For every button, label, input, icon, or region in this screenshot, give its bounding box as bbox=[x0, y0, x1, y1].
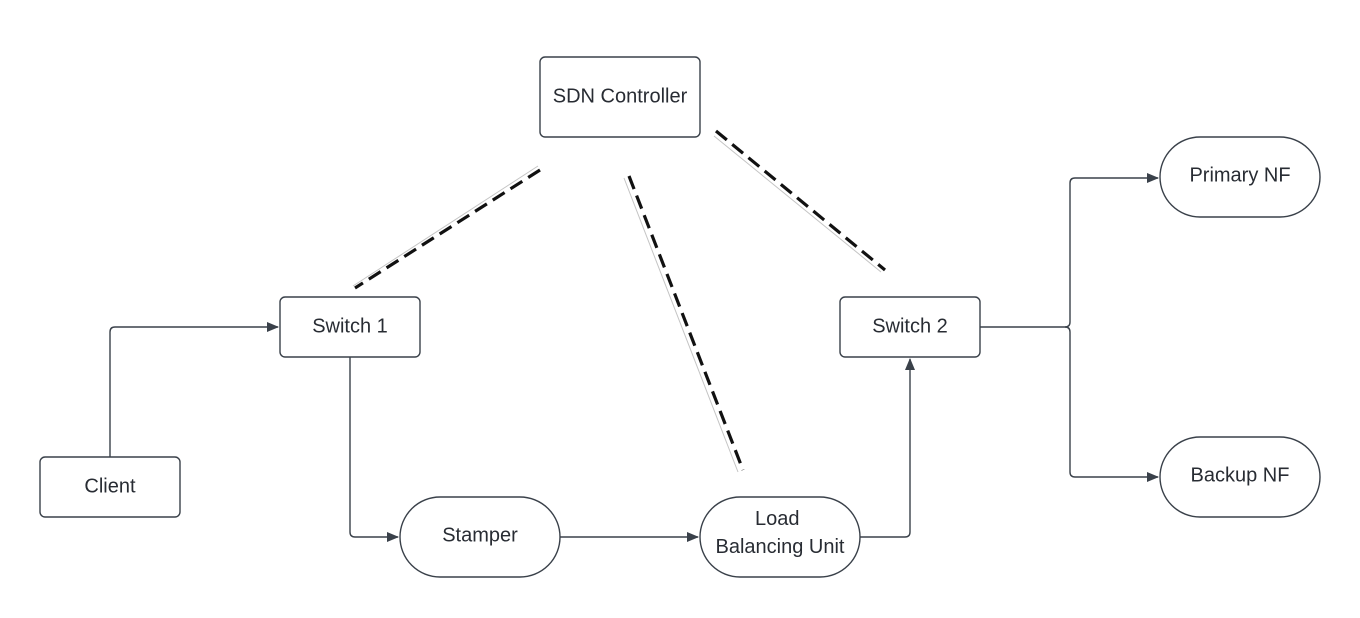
load-balancing-unit-label-line-1: Load bbox=[755, 508, 800, 530]
switch-1-node[interactable]: Switch 1 bbox=[279, 296, 421, 358]
control-link-switch-1 bbox=[352, 165, 541, 290]
edge-switch-1-to-stamper bbox=[349, 357, 399, 542]
load-balancing-unit-node[interactable]: Load Balancing Unit bbox=[699, 496, 861, 578]
edge-switch-2-to-primary-nf bbox=[980, 173, 1159, 328]
switch-2-node[interactable]: Switch 2 bbox=[839, 296, 981, 358]
client-label: Client bbox=[84, 475, 136, 497]
stamper-node[interactable]: Stamper bbox=[399, 496, 561, 578]
backup-nf-label: Backup NF bbox=[1191, 464, 1290, 486]
edge-switch-2-to-backup-nf bbox=[1064, 326, 1159, 482]
control-link-load-balancing-unit bbox=[623, 175, 745, 473]
client-node[interactable]: Client bbox=[39, 456, 181, 518]
load-balancing-unit-label-line-2: Balancing Unit bbox=[716, 536, 845, 558]
switch-2-label: Switch 2 bbox=[872, 315, 948, 337]
stamper-label: Stamper bbox=[442, 524, 518, 546]
control-link-switch-2 bbox=[713, 129, 887, 273]
backup-nf-node[interactable]: Backup NF bbox=[1159, 436, 1321, 518]
load-balancing-unit-label: Load Balancing Unit bbox=[716, 508, 845, 558]
sdn-controller-label: SDN Controller bbox=[553, 85, 688, 107]
edge-load-balancing-unit-to-switch-2 bbox=[860, 358, 915, 538]
primary-nf-label: Primary NF bbox=[1189, 164, 1290, 186]
sdn-controller-node[interactable]: SDN Controller bbox=[539, 56, 701, 138]
switch-1-label: Switch 1 bbox=[312, 315, 388, 337]
edge-client-to-switch-1 bbox=[109, 322, 279, 457]
primary-nf-node[interactable]: Primary NF bbox=[1159, 136, 1321, 218]
